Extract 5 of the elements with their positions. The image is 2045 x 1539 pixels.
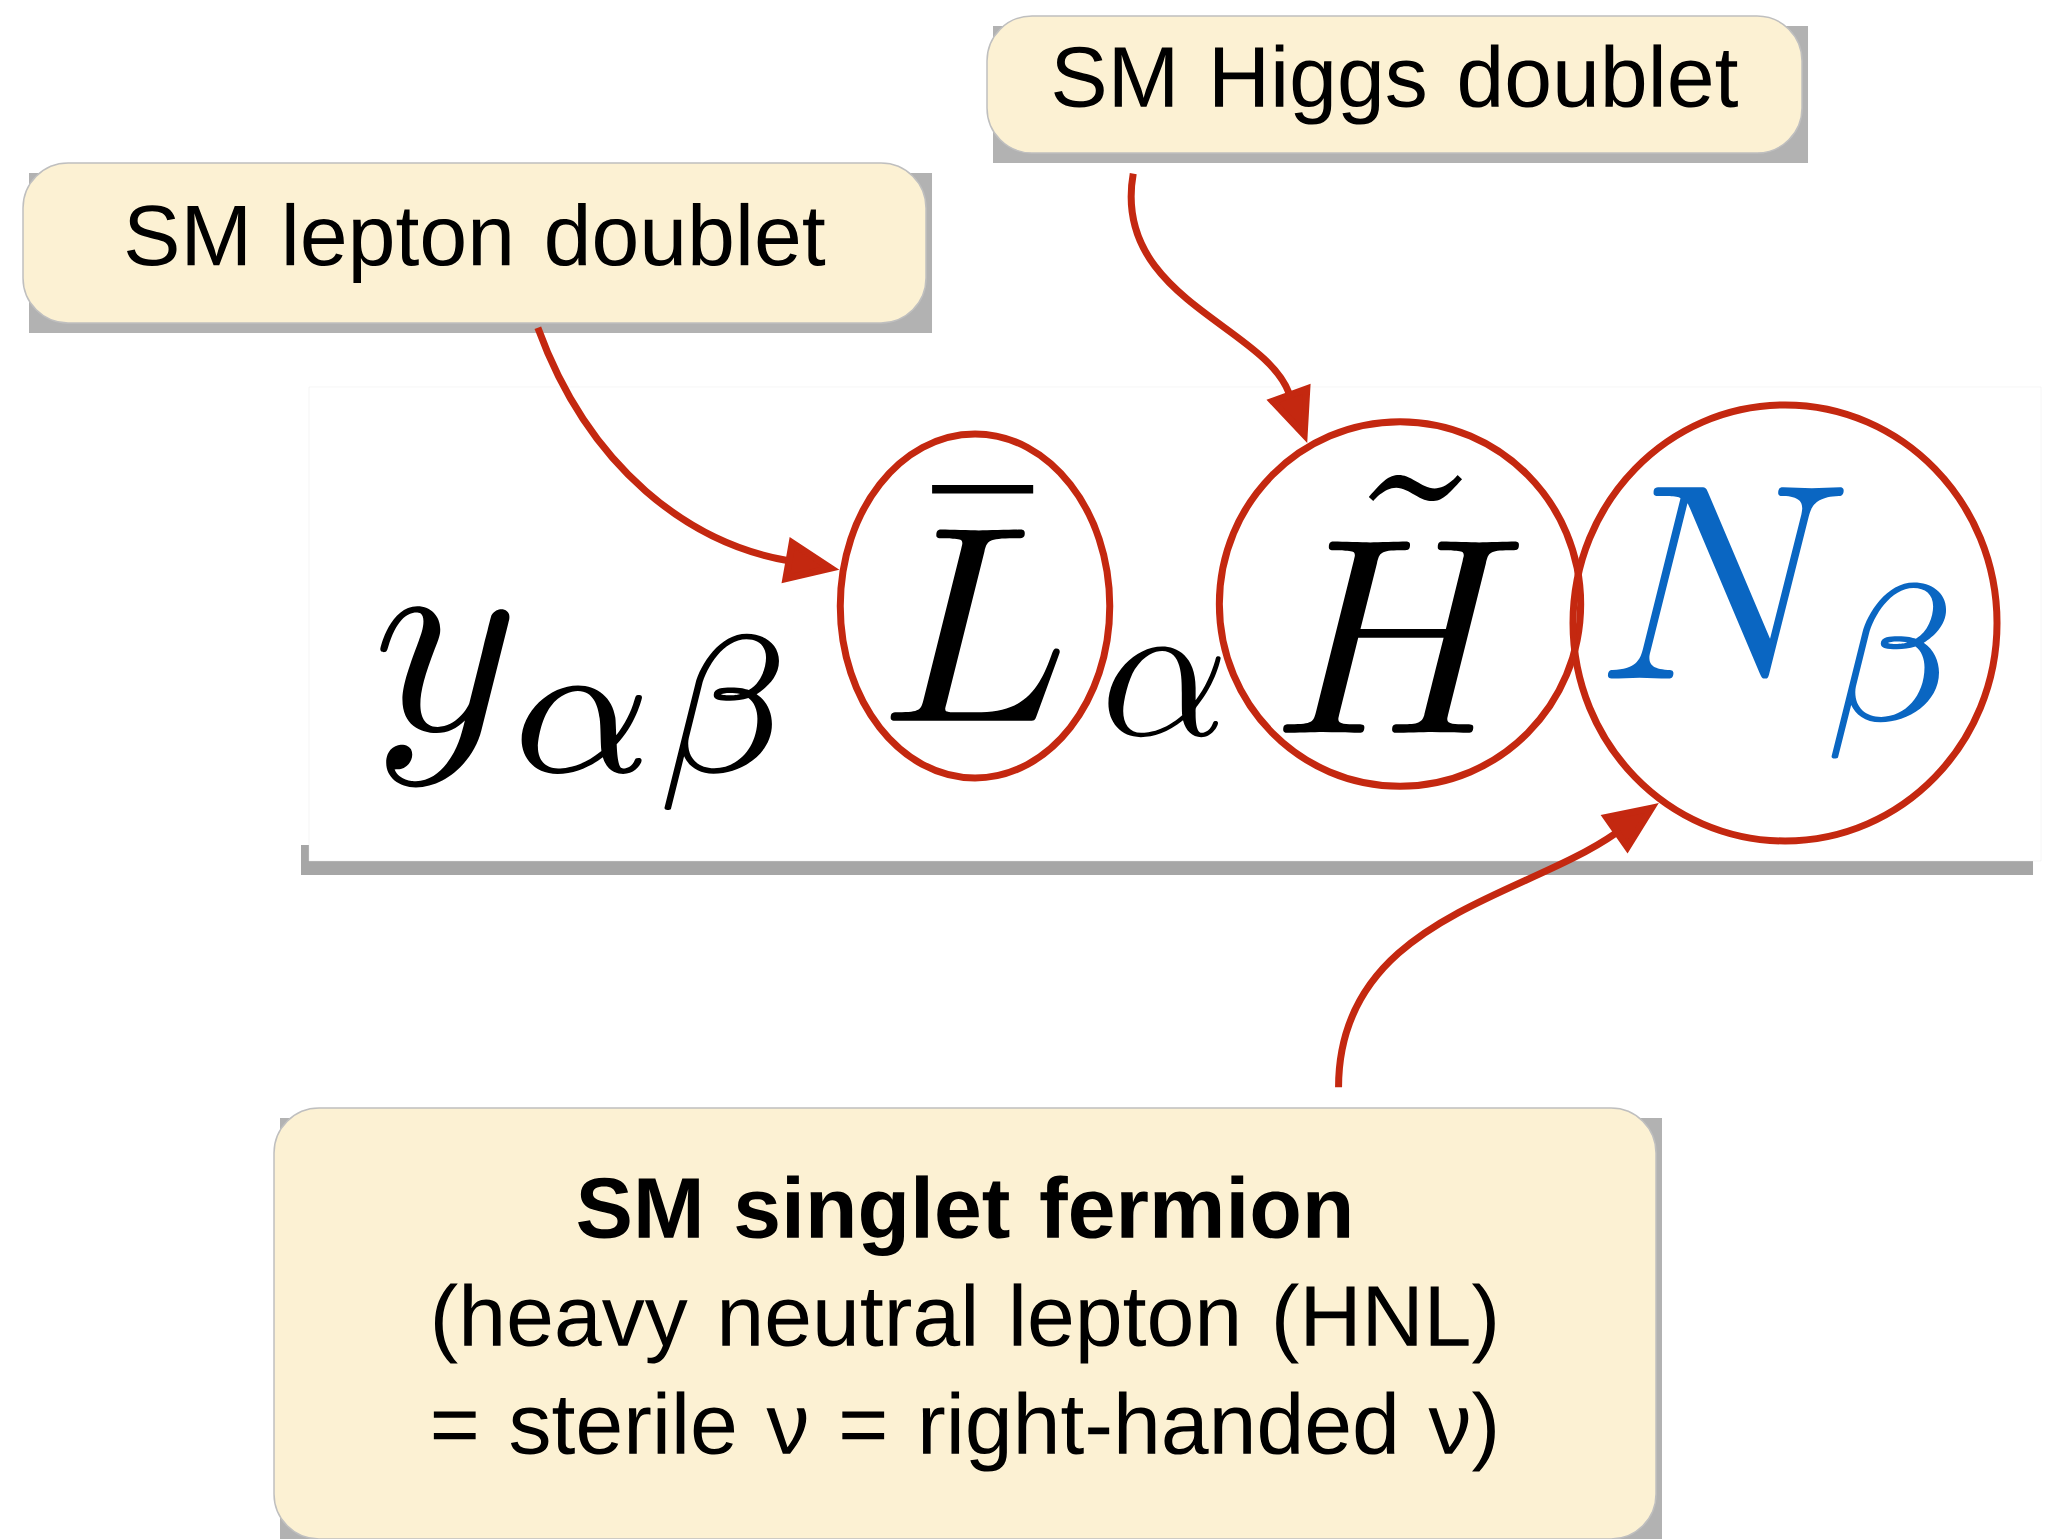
- callout-box: SM lepton doublet: [22, 162, 932, 333]
- callout-box: SM singlet fermion (heavy neutral lepton (HNL) = sterile ν = right-handed ν): [273, 1107, 1662, 1539]
- formula-card: [301, 386, 2042, 875]
- formula: $y_{\alpha\beta}$: [380, 606, 779, 810]
- callout-box: SM Higgs doublet: [986, 15, 1808, 163]
